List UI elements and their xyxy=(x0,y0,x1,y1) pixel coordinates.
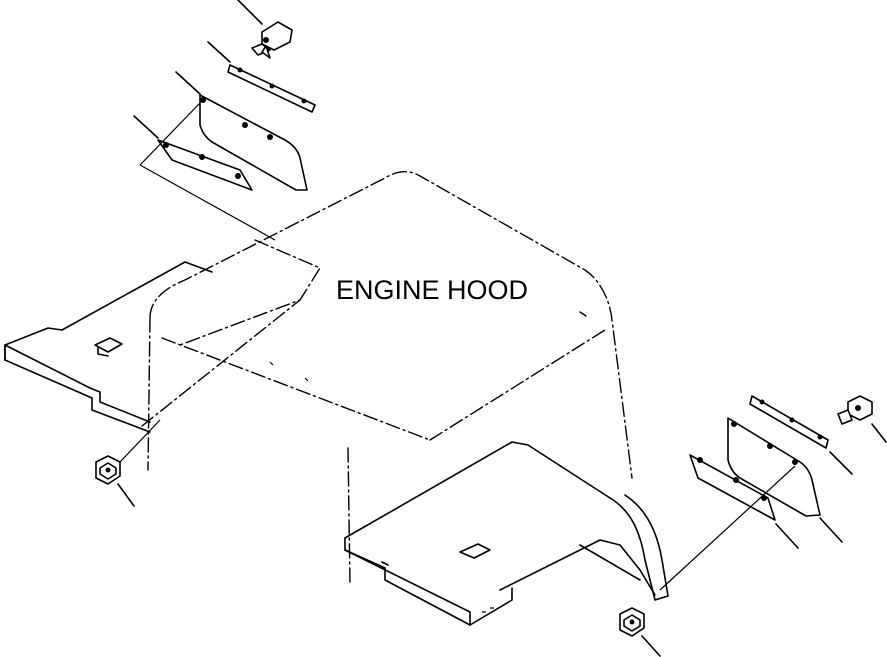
leader-plate-ul xyxy=(175,71,201,95)
leader-bolt-ul xyxy=(237,0,263,25)
retainer-strip-right xyxy=(749,395,829,449)
gasket-left xyxy=(157,139,253,191)
lower-right-hardware xyxy=(659,395,887,591)
bolt-upper-left-icon xyxy=(251,21,293,59)
engine-hood-label: ENGINE HOOD xyxy=(336,275,528,305)
leader-bolt-lr xyxy=(871,423,887,443)
nut-lower-icon xyxy=(619,607,661,657)
upper-left-hardware xyxy=(133,0,316,241)
bolt-lower-right-icon xyxy=(837,395,873,425)
cover-plate-right xyxy=(727,417,821,517)
engine-hood-outline xyxy=(141,171,633,586)
left-step-plate xyxy=(4,261,213,433)
retainer-strip-left xyxy=(227,64,316,113)
leader-strip-lr xyxy=(829,451,853,475)
leader-strip-ul xyxy=(207,41,231,63)
right-step-plate xyxy=(344,441,669,626)
leader-gasket-ul xyxy=(133,115,159,139)
leader-gasket-lr xyxy=(775,523,799,549)
leader-plate-lr xyxy=(819,517,843,543)
leader-nut-left xyxy=(117,483,135,507)
nut-left-icon xyxy=(95,419,161,507)
leader-nut-lower xyxy=(641,635,661,657)
cover-plate-left xyxy=(199,94,308,191)
